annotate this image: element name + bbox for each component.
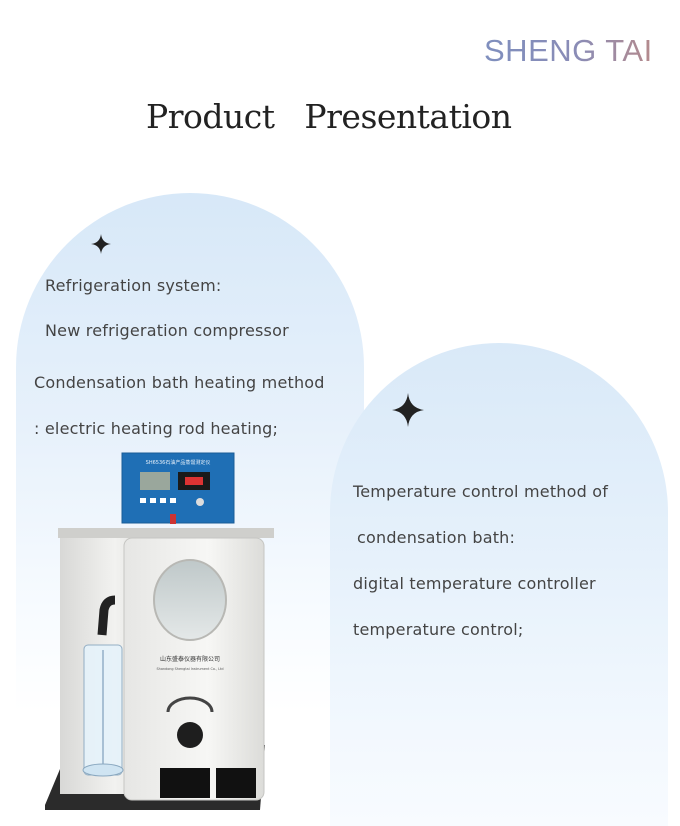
company-label-en: Shandong Shengtai Instrument Co., Ltd — [157, 667, 224, 671]
left-card-line-1: Refrigeration system: — [45, 276, 222, 295]
left-card-line-2: New refrigeration compressor — [45, 321, 289, 340]
sparkle-icon — [392, 393, 424, 427]
sparkle-icon — [91, 234, 111, 254]
left-card-line-4: : electric heating rod heating; — [34, 419, 279, 438]
page-title: Product Presentation — [146, 97, 512, 136]
right-feature-card — [330, 343, 668, 826]
brand-logo: SHENG TAI — [484, 33, 653, 68]
company-label: 山东盛泰仪器有限公司 — [160, 655, 220, 663]
right-card-line-2: condensation bath: — [357, 528, 516, 547]
right-card-line-4: temperature control; — [353, 620, 524, 639]
left-card-line-3: Condensation bath heating method — [34, 373, 325, 392]
product-image: 山东盛泰仪器有限公司 Shandong Shengtai Instrument … — [45, 452, 274, 810]
right-card-line-1: Temperature control method of — [353, 482, 609, 501]
right-card-line-3: digital temperature controller — [353, 574, 596, 593]
panel-label: SH6536石油产品蒸馏测定仪 — [146, 459, 211, 466]
